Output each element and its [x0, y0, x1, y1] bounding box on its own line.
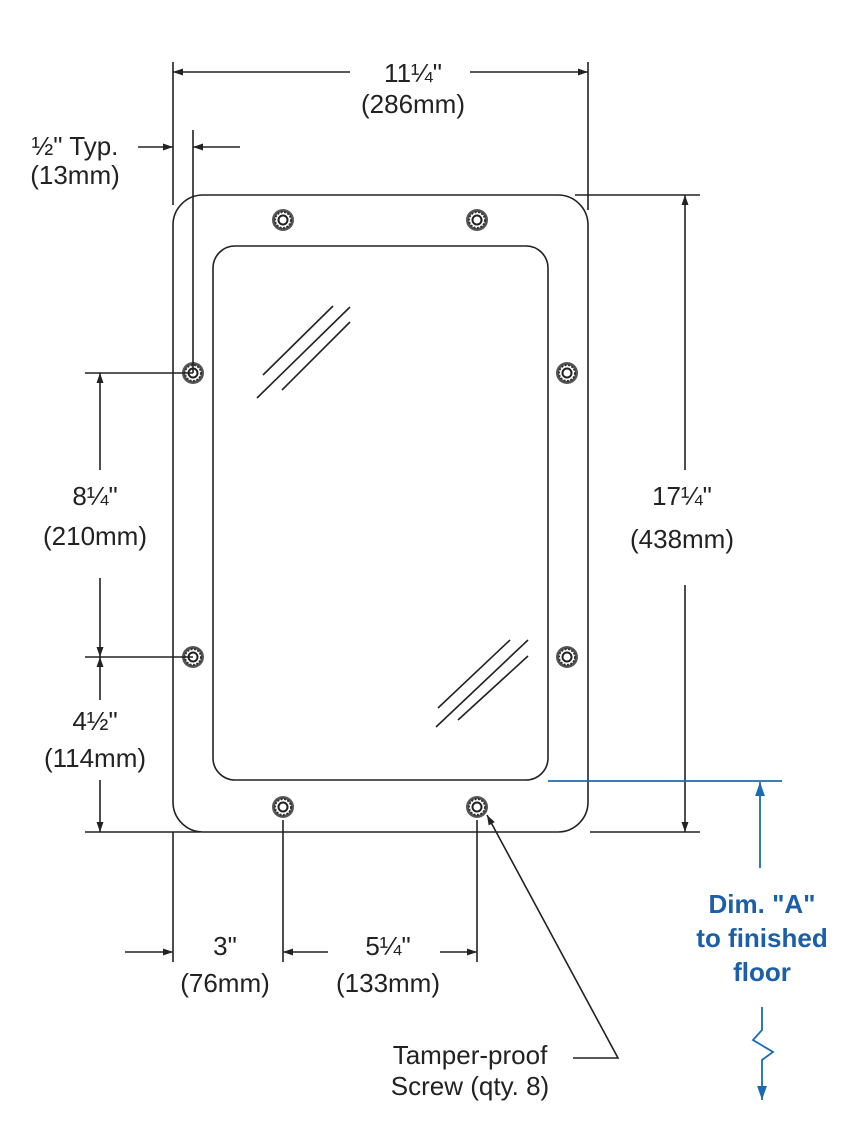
- callout-label: floor: [733, 957, 791, 987]
- dim-label: 17¼": [652, 481, 712, 511]
- dim-label: ½" Typ.: [32, 131, 119, 161]
- dim-label: (286mm): [361, 89, 465, 119]
- callout-label: Dim. "A": [709, 889, 816, 919]
- bottom-dimension: 3" (76mm) 5¼" (133mm): [125, 820, 478, 998]
- height-dimension: 17¼" (438mm): [575, 194, 734, 833]
- edge-offset-dimension: ½" Typ. (13mm): [30, 130, 240, 373]
- dim-label: (76mm): [180, 968, 270, 998]
- floor-dimension: Dim. "A" to finished floor: [548, 780, 828, 1100]
- dim-label: (114mm): [44, 743, 146, 773]
- dim-label: 8¼": [72, 481, 117, 511]
- callout-label: Tamper-proof: [393, 1040, 548, 1070]
- width-dimension: 11¼" (286mm): [172, 58, 589, 210]
- dim-label: 3": [213, 931, 237, 961]
- dim-label: (210mm): [43, 521, 147, 551]
- screw-icon: [181, 208, 579, 819]
- dim-label: 4½": [72, 706, 117, 736]
- screw-spacing-dimension: 8¼" (210mm) 4½" (114mm): [43, 372, 200, 833]
- dim-label: 11¼": [384, 58, 442, 88]
- callout-label: Screw (qty. 8): [391, 1071, 549, 1101]
- screw-callout: Tamper-proof Screw (qty. 8): [391, 814, 620, 1101]
- mirror-glass: [212, 245, 549, 781]
- dim-label: (13mm): [30, 160, 120, 190]
- glass-reflection-icon: [256, 305, 529, 728]
- mirror-frame: [172, 194, 589, 833]
- dim-label: (438mm): [630, 524, 734, 554]
- callout-label: to finished: [696, 923, 827, 953]
- dim-label: 5¼": [365, 931, 410, 961]
- dim-label: (133mm): [336, 968, 440, 998]
